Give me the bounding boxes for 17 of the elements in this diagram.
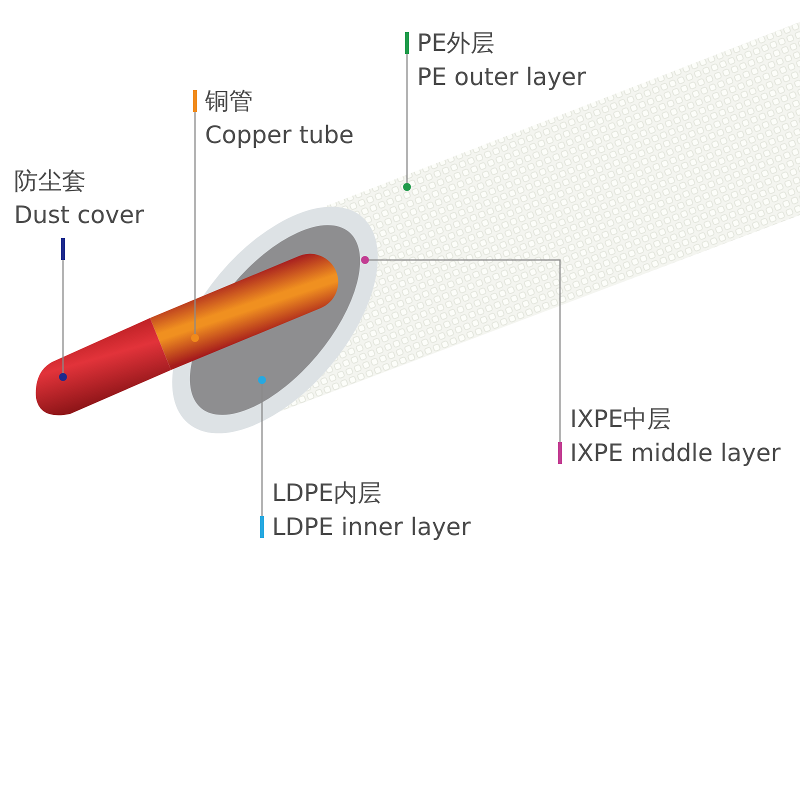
part-label: 防尘套 <box>14 166 87 197</box>
part-label: IXPE middle layer <box>570 438 781 469</box>
leader-line <box>59 260 67 381</box>
part-label: 铜管 <box>205 86 254 117</box>
part-label: Copper tube <box>205 120 354 151</box>
part-label: IXPE中层 <box>570 404 672 435</box>
part-label: PE外层 <box>417 28 496 59</box>
part-label: LDPE inner layer <box>272 512 471 543</box>
leader-line <box>258 376 266 516</box>
part-label: Dust cover <box>14 200 144 231</box>
part-label: PE outer layer <box>417 62 586 93</box>
dust-cap <box>36 318 171 416</box>
leader-line <box>361 256 561 442</box>
leader-line <box>403 54 411 191</box>
leader-line <box>191 112 199 342</box>
copper-tube <box>150 254 338 370</box>
part-label: LDPE内层 <box>272 478 382 509</box>
